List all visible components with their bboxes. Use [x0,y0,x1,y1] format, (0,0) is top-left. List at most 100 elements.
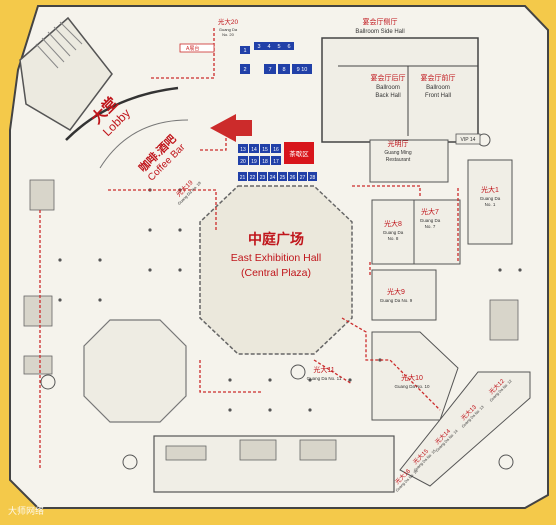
north-booth-labels: 1 3 4 5 6 2 7 8 9 10 [243,44,307,73]
booth-22[interactable] [248,172,257,181]
coffee-curve-wall [99,119,189,169]
booth-label-20: 20 [240,159,246,165]
guangda-9-zh: 光大9 [387,287,405,296]
booth-label-14: 14 [251,147,257,153]
guangda-11-zh: 光大11 [313,365,334,374]
guangda-10-box [371,331,459,421]
booth-27[interactable] [298,172,307,181]
guangda-7-en1: Guang Da [420,218,441,223]
booth-label-27: 27 [300,175,306,181]
booth-n-1[interactable] [240,46,250,54]
column-grid [58,188,522,412]
booth-n-4[interactable] [264,42,274,50]
lobby-curve-wall [65,86,179,141]
booth-label-n-4: 4 [267,44,270,50]
a-booth-sign[interactable] [179,43,215,53]
booth-13[interactable] [238,144,248,153]
central-plaza-en2: (Central Plaza) [241,267,311,279]
ballroom-side-zh: 宴会厅侧厅 [363,17,398,26]
booth-14[interactable] [249,144,259,153]
booth-label-15: 15 [262,147,268,153]
guangda-1-zh: 光大1 [481,185,499,194]
southwest-courtyard [83,319,187,423]
guangda-8-en2: No. 8 [388,236,399,241]
booth-n-6[interactable] [284,42,294,50]
guangda-9-en: Guang Da No. 9 [380,298,413,303]
southeast-room-strip [399,371,531,487]
booth-n-8[interactable] [278,64,290,74]
booth-n-3[interactable] [254,42,264,50]
ballroom-back-zh: 宴会厅后厅 [371,73,406,82]
a-booth-label: A展台 [186,45,199,52]
stair-blocks [23,179,519,461]
guangming-restaurant-box [369,139,449,183]
guangda-11-en: Guang Da No. 11 [307,376,342,381]
north-booth-grid [240,42,312,74]
ballroom-block [321,37,479,143]
watermark-text: 大师网络 [8,505,44,516]
vip14-label: VIP 14 [461,137,476,143]
booth-label-17: 17 [273,159,279,165]
booth-15[interactable] [260,144,270,153]
booth-label-26: 26 [290,175,296,181]
booth-label-n-3: 3 [257,44,260,50]
booth-24[interactable] [268,172,277,181]
ballroom-front-en2: Front Hall [425,93,451,99]
tea-break-label: 茶歇区 [289,149,309,158]
booth-label-25: 25 [280,175,286,181]
ballroom-back-en2: Back Hall [375,93,400,99]
guangda-20-en1: Guang Da [219,27,238,32]
guangda-20-zh: 光大20 [218,17,239,26]
entry-arrow [210,114,252,142]
booth-20[interactable] [238,156,248,165]
booth-label-n-8: 8 [282,67,285,73]
booth-n-7[interactable] [264,64,276,74]
guangda-10-en: Guang Da No. 10 [394,384,430,389]
tea-break-area[interactable] [284,142,314,164]
booth-label-n-5: 5 [277,44,280,50]
booth-label-n-9-10: 9 10 [297,67,308,73]
ballroom-front-zh: 宴会厅前厅 [421,73,456,82]
booth-label-21: 21 [240,175,246,181]
booth-19[interactable] [249,156,259,165]
booth-label-23: 23 [260,175,266,181]
booth-label-n-1: 1 [243,48,246,54]
booth-label-24: 24 [270,175,276,181]
booth-n-5[interactable] [274,42,284,50]
guangda-1-box [467,159,513,245]
central-plaza-floor [199,185,353,355]
booth-label-n-6: 6 [287,44,290,50]
booth-26[interactable] [288,172,297,181]
booth-label-18: 18 [262,159,268,165]
booth-17[interactable] [271,156,281,165]
booth-28[interactable] [308,172,317,181]
booth-16[interactable] [271,144,281,153]
guangda-8-en1: Guang Da [383,230,404,235]
booth-label-13: 13 [240,147,246,153]
booth-label-19: 19 [251,159,257,165]
booth-25[interactable] [278,172,287,181]
guangming-en: Guang Ming [384,150,411,156]
guangda-7-en2: No. 7 [425,224,436,229]
guangming-en2: Restaurant [386,157,411,163]
guangda-1-en1: Guang Da [480,196,501,201]
booth-n-2[interactable] [240,64,250,74]
booth-23[interactable] [258,172,267,181]
guangda-10-zh: 光大10 [401,373,423,382]
central-plaza-zh: 中庭广场 [248,231,304,247]
guangda-1-en2: No. 1 [485,202,496,207]
lobby-area [19,16,113,131]
guangda-9-box [371,269,437,321]
route-lines [39,28,459,470]
booth-label-n-2: 2 [243,67,246,73]
booth-18[interactable] [260,156,270,165]
booth-n-9-10[interactable] [292,64,312,74]
lobby-stairs [35,21,83,69]
booth-label-n-7: 7 [268,67,271,73]
booth-21[interactable] [238,172,247,181]
ballroom-back-en1: Ballroom [376,85,400,91]
guangda-20-en2: No. 20 [222,32,235,37]
